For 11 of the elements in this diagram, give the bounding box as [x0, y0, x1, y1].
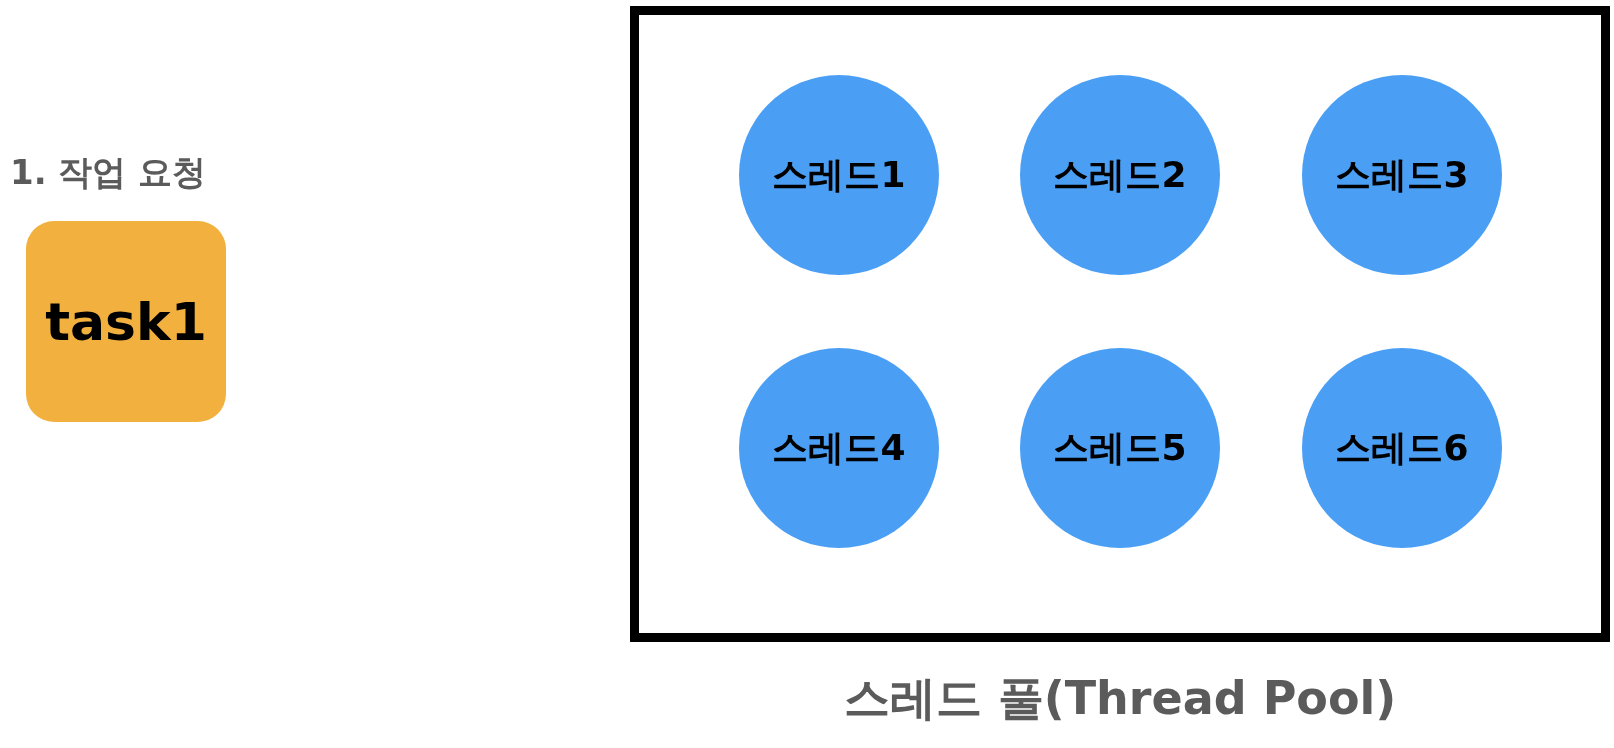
thread-label: 스레드4 — [772, 425, 906, 470]
task-box — [26, 221, 226, 422]
thread-label: 스레드2 — [1053, 152, 1187, 197]
step-caption: 1. 작업 요청 — [10, 151, 207, 194]
thread-label: 스레드1 — [772, 152, 906, 197]
pool-frame — [630, 6, 1610, 642]
thread-label: 스레드5 — [1053, 425, 1187, 470]
thread-label: 스레드6 — [1335, 425, 1469, 470]
thread-label: 스레드3 — [1335, 152, 1469, 197]
task-label: task1 — [45, 291, 207, 352]
pool-title: 스레드 풀(Thread Pool) — [842, 670, 1398, 727]
